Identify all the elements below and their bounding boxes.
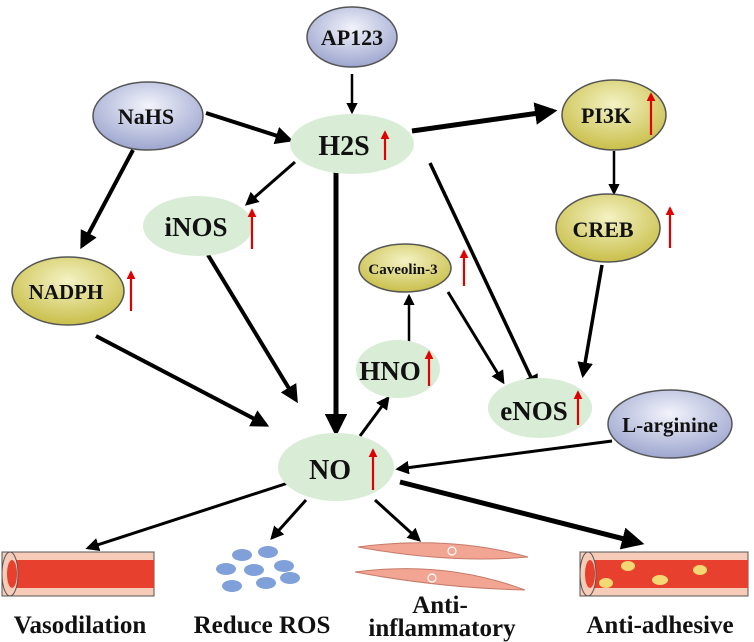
node-nahs: NaHS: [92, 81, 204, 151]
node-enos-label: eNOS: [500, 396, 568, 426]
node-creb-label: CREB: [572, 217, 633, 242]
arrow-h2s-to-inos: [244, 160, 296, 206]
outcome-anti-adhesive-label: Anti-adhesive: [586, 612, 733, 639]
node-creb: CREB: [555, 193, 675, 263]
arrow-no-to-vasodilation: [85, 481, 289, 552]
blood-vessel-icon: [1, 551, 155, 597]
outcome-vasodilation-label: Vasodilation: [14, 612, 147, 639]
arrow-nahs-to-h2s: [205, 111, 294, 145]
node-pi3k: PI3K: [561, 79, 667, 151]
arrow-no-to-anti-adhesive: [399, 479, 645, 550]
ros-dots-icon: [216, 546, 300, 592]
node-caveolin3-label: Caveolin-3: [368, 262, 437, 278]
node-pi3k-label: PI3K: [581, 103, 631, 128]
node-nadph: NADPH: [11, 256, 136, 326]
node-h2s: H2S: [290, 114, 414, 174]
arrow-h2s-to-enos: [428, 162, 538, 391]
outcome-anti-inflammatory-label-line1: Anti-: [412, 592, 468, 619]
node-h2s-label: H2S: [318, 131, 369, 162]
node-larginine: L-arginine: [607, 389, 733, 459]
arrow-no-to-reduce-ros: [270, 498, 308, 541]
smooth-muscle-cells-icon: [354, 542, 529, 591]
node-larginine-label: L-arginine: [622, 413, 718, 437]
node-hno-label: HNO: [359, 356, 421, 386]
arrow-nadph-to-no: [95, 334, 270, 427]
pathway-arrows: [80, 74, 645, 552]
node-nadph-label: NADPH: [29, 280, 104, 304]
node-no: NO: [278, 433, 394, 501]
arrow-creb-to-enos: [577, 264, 604, 379]
node-caveolin3: Caveolin-3: [358, 243, 469, 293]
arrow-no-to-anti-inflammatory: [373, 498, 421, 542]
node-hno: HNO: [356, 340, 440, 398]
node-no-label: NO: [309, 455, 351, 486]
arrow-inos-to-no: [206, 253, 298, 404]
node-enos: eNOS: [488, 378, 592, 438]
node-inos: iNOS: [143, 196, 257, 256]
arrow-h2s-to-pi3k: [411, 102, 558, 134]
outcome-anti-inflammatory-label-line2: inflammatory: [368, 615, 516, 642]
outcome-reduce-ros-label: Reduce ROS: [194, 612, 331, 639]
node-ap123-label: AP123: [321, 25, 383, 50]
arrow-nahs-to-nadph: [80, 149, 135, 250]
node-inos-label: iNOS: [164, 212, 227, 242]
node-nahs-label: NaHS: [118, 104, 174, 129]
arrow-no-to-hno: [358, 395, 390, 437]
arrow-larginine-to-no: [395, 439, 613, 475]
arrow-caveolin3-to-enos: [446, 291, 505, 385]
node-ap123: AP123: [306, 6, 398, 68]
vessel-adhesion-icon: [579, 551, 749, 597]
